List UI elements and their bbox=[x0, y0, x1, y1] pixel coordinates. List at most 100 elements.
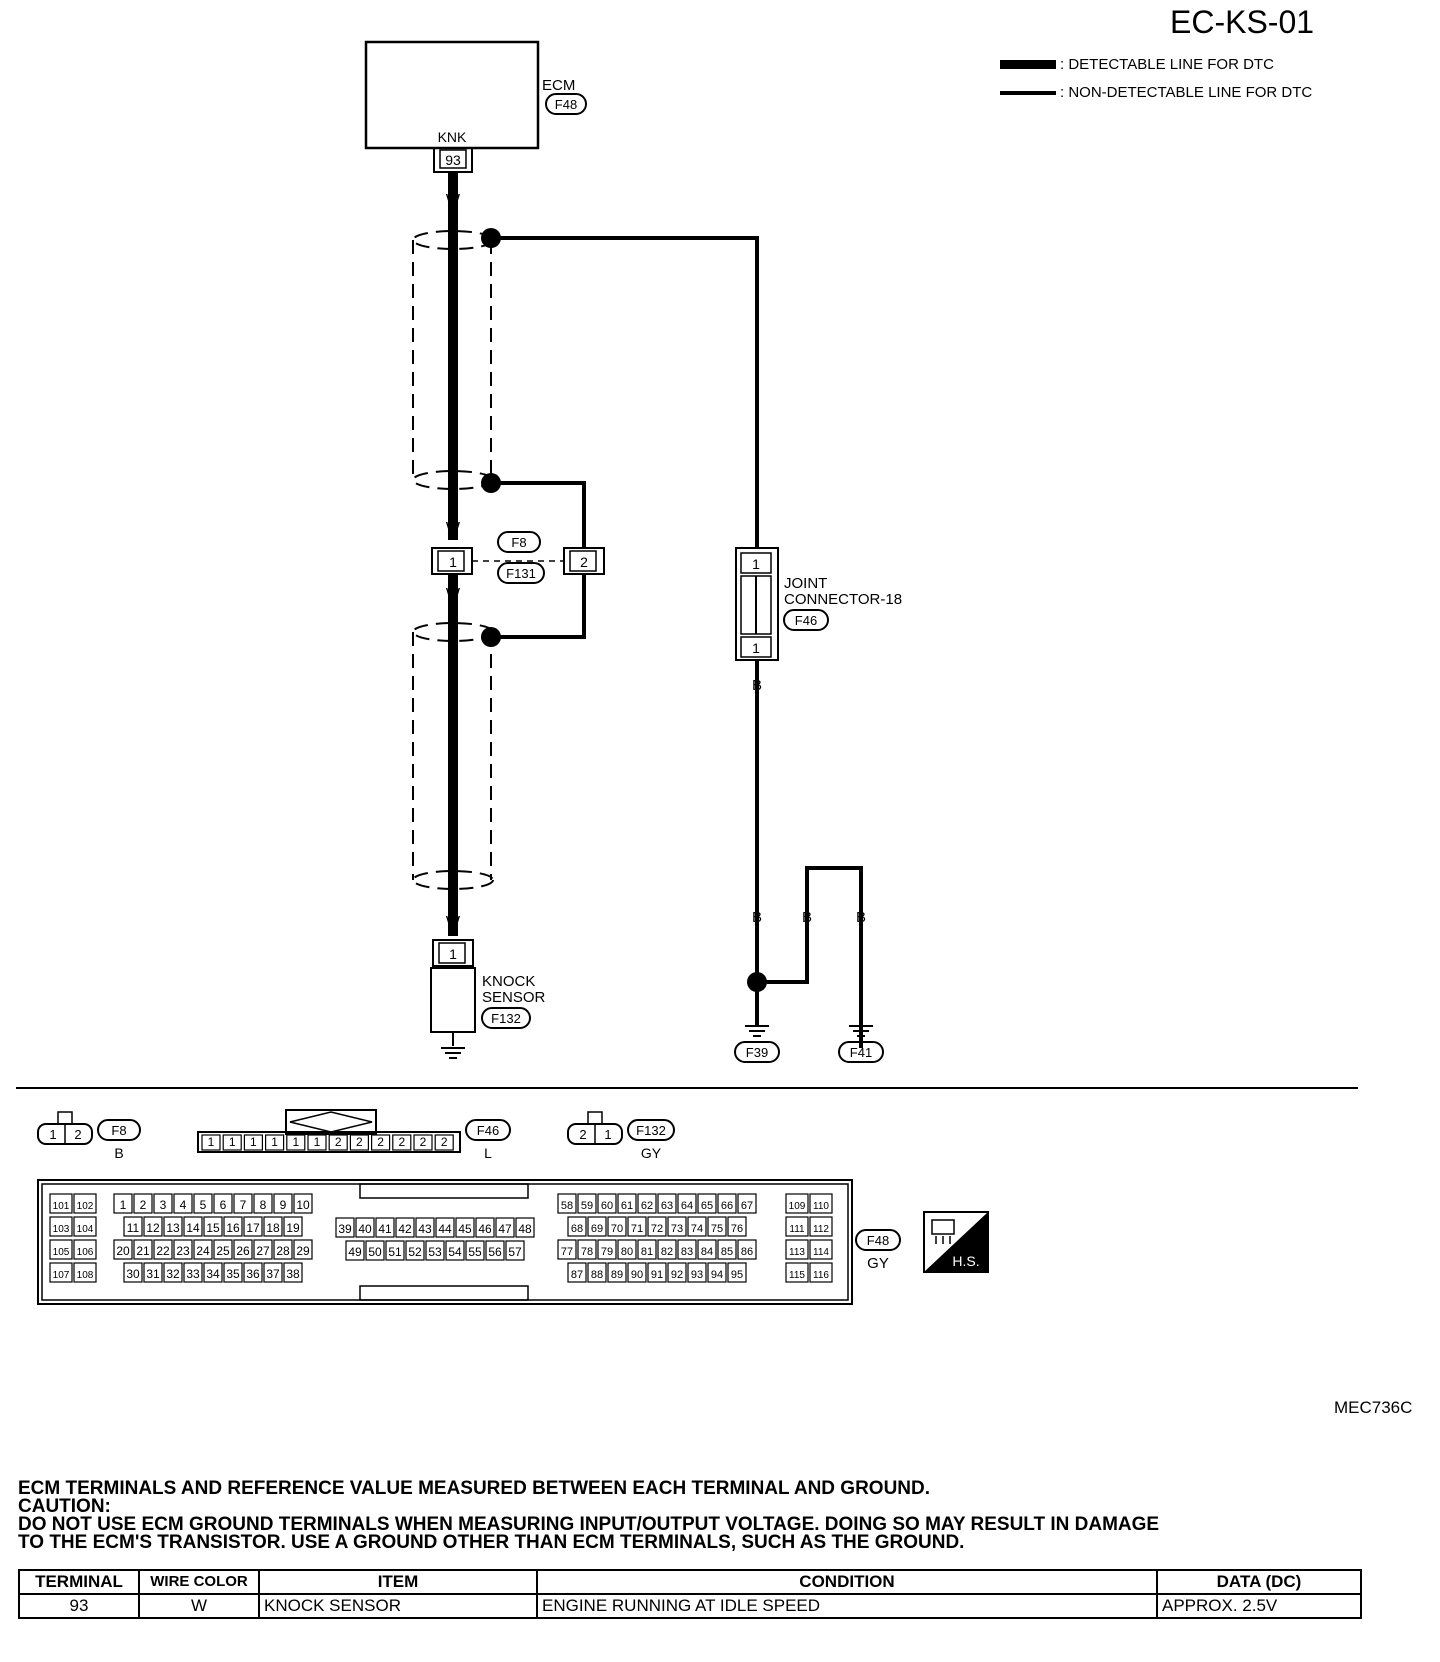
pin-number: 34 bbox=[206, 1267, 220, 1281]
pin-cell bbox=[785, 1193, 809, 1214]
pin-number: 2 bbox=[335, 1135, 342, 1149]
pin-number: 35 bbox=[226, 1267, 240, 1281]
pin-number: 2 bbox=[441, 1135, 448, 1149]
sensor-connector-id: F132 bbox=[491, 1011, 521, 1026]
pin-number: 10 bbox=[296, 1198, 310, 1212]
pin-number: 61 bbox=[621, 1200, 633, 1212]
pin-number: 43 bbox=[418, 1222, 432, 1236]
pin-cell bbox=[263, 1216, 283, 1237]
pin-number: 1 bbox=[314, 1135, 321, 1149]
pin-cell bbox=[627, 1262, 647, 1283]
pin-cell bbox=[465, 1240, 485, 1261]
pin-cell bbox=[153, 1193, 173, 1214]
pin-number: 111 bbox=[789, 1224, 805, 1235]
pin-cell bbox=[617, 1239, 637, 1260]
pin-cell bbox=[243, 1134, 263, 1151]
pin-number: 90 bbox=[631, 1269, 643, 1281]
pin-number: 36 bbox=[246, 1267, 260, 1281]
pin-cell bbox=[809, 1239, 833, 1260]
pin-cell bbox=[73, 1239, 97, 1260]
pin-cell bbox=[253, 1239, 273, 1260]
ecm-connector-badge bbox=[545, 93, 587, 115]
pin-number: 87 bbox=[571, 1269, 583, 1281]
pin-cell bbox=[223, 1216, 243, 1237]
pin-cell bbox=[707, 1262, 727, 1283]
pin-cell bbox=[677, 1239, 697, 1260]
pin-number: 6 bbox=[220, 1198, 227, 1212]
pin-cell bbox=[283, 1216, 303, 1237]
pin-cell bbox=[345, 1240, 365, 1261]
pin-cell bbox=[737, 1193, 757, 1214]
pin-cell bbox=[425, 1240, 445, 1261]
pin-number: 77 bbox=[561, 1246, 573, 1258]
pin-cell bbox=[597, 1193, 617, 1214]
pin-cell bbox=[435, 1217, 455, 1238]
pin-cell bbox=[143, 1262, 163, 1283]
legend-detectable: : DETECTABLE LINE FOR DTC bbox=[1000, 56, 1274, 73]
ground-f39 bbox=[734, 1025, 780, 1063]
wire-color-b-4: B bbox=[856, 909, 866, 926]
pin-number: 56 bbox=[488, 1245, 502, 1259]
pin-number: 57 bbox=[508, 1245, 522, 1259]
pin-cell bbox=[657, 1193, 677, 1214]
pin-number: 20 bbox=[116, 1244, 130, 1258]
pin-cell bbox=[328, 1134, 348, 1151]
knock-sensor: 1 KNOCK SENSOR F132 bbox=[430, 939, 546, 1059]
pin-number: 75 bbox=[711, 1223, 723, 1235]
pin-cell bbox=[445, 1240, 465, 1261]
pin-cell bbox=[133, 1239, 153, 1260]
pin-number: 67 bbox=[741, 1200, 753, 1212]
pin-cell bbox=[223, 1262, 243, 1283]
pin-number: 58 bbox=[561, 1200, 573, 1212]
f46-id: F46 bbox=[477, 1123, 499, 1138]
pin-number: 114 bbox=[813, 1247, 829, 1258]
pin-cell bbox=[657, 1239, 677, 1260]
pin-number: 49 bbox=[348, 1245, 362, 1259]
pin-cell bbox=[73, 1193, 97, 1214]
ground-f41 bbox=[838, 1025, 884, 1063]
pin-number: 102 bbox=[77, 1201, 94, 1212]
pin-cell bbox=[123, 1262, 143, 1283]
pin-number: 18 bbox=[266, 1221, 280, 1235]
pin-cell bbox=[687, 1216, 707, 1237]
wire-color-w-3: W bbox=[446, 585, 461, 602]
figure-reference: MEC736C bbox=[1334, 1398, 1413, 1417]
joint-pin-bottom: 1 bbox=[752, 640, 760, 656]
thick-line-swatch bbox=[1000, 60, 1056, 69]
pin-cell bbox=[627, 1216, 647, 1237]
pin-cell bbox=[193, 1239, 213, 1260]
pin-number: 53 bbox=[428, 1245, 442, 1259]
f8-pin-1: 1 bbox=[49, 1127, 56, 1142]
intermediate-connector: 1 2 F8 F131 bbox=[431, 531, 605, 584]
pin-cell bbox=[243, 1216, 263, 1237]
pin-cell bbox=[637, 1239, 657, 1260]
pin-number: 94 bbox=[711, 1269, 723, 1281]
pin-cell bbox=[557, 1193, 577, 1214]
legend-non-detectable: : NON-DETECTABLE LINE FOR DTC bbox=[1000, 84, 1312, 101]
pin-number: 93 bbox=[691, 1269, 703, 1281]
pin-number: 48 bbox=[518, 1222, 532, 1236]
pin-cell bbox=[173, 1193, 193, 1214]
pin-number: 5 bbox=[200, 1198, 207, 1212]
wire-color-b-1: B bbox=[752, 677, 762, 694]
wire-color-b-3: B bbox=[802, 909, 812, 926]
pin-cell bbox=[73, 1262, 97, 1283]
joint-label-2: CONNECTOR-18 bbox=[784, 591, 902, 608]
ground-wires bbox=[747, 660, 863, 1048]
pin-number: 74 bbox=[691, 1223, 703, 1235]
pin-cell bbox=[607, 1262, 627, 1283]
pin-number: 3 bbox=[160, 1198, 167, 1212]
f48-color: GY bbox=[867, 1255, 889, 1272]
pin-cell bbox=[785, 1239, 809, 1260]
pin-number: 69 bbox=[591, 1223, 603, 1235]
pin-number: 2 bbox=[420, 1135, 427, 1149]
pin-number: 33 bbox=[186, 1267, 200, 1281]
pin-number: 95 bbox=[731, 1269, 743, 1281]
pin-cell bbox=[222, 1134, 242, 1151]
pin-number: 78 bbox=[581, 1246, 593, 1258]
pin-cell bbox=[587, 1216, 607, 1237]
pin-number: 1 bbox=[292, 1135, 299, 1149]
pin-cell bbox=[273, 1239, 293, 1260]
